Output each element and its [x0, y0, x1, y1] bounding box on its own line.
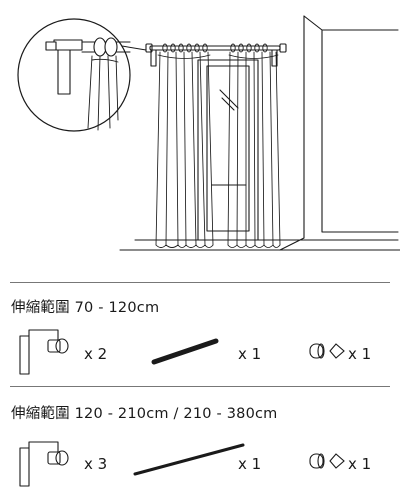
end-caps-icon [309, 453, 345, 469]
bracket-qty: x 3 [84, 455, 108, 473]
end-caps-qty: x 1 [348, 345, 372, 363]
bracket-qty: x 2 [84, 345, 108, 363]
bracket-detail-zoom [17, 18, 147, 132]
section-divider [10, 282, 390, 283]
left-curtain-drawing [155, 51, 214, 248]
section-title-long-range: 伸縮範圍 120 - 210cm / 210 - 380cm [11, 406, 278, 422]
rod-qty: x 1 [238, 345, 262, 363]
long-rod-icon [133, 443, 245, 476]
room-walls-drawing [119, 15, 400, 251]
curtain-rod-illustration [17, 15, 400, 251]
section-divider [10, 386, 390, 387]
end-caps-qty: x 1 [348, 455, 372, 473]
end-caps-icon [309, 343, 345, 359]
rod-drawing [145, 43, 287, 67]
bracket-icon [19, 329, 69, 375]
rod-qty: x 1 [238, 455, 262, 473]
section-title-short-range: 伸縮範圍 70 - 120cm [11, 300, 160, 316]
right-curtain-drawing [227, 51, 281, 248]
short-rod-icon [151, 338, 219, 365]
bracket-icon [19, 441, 69, 487]
